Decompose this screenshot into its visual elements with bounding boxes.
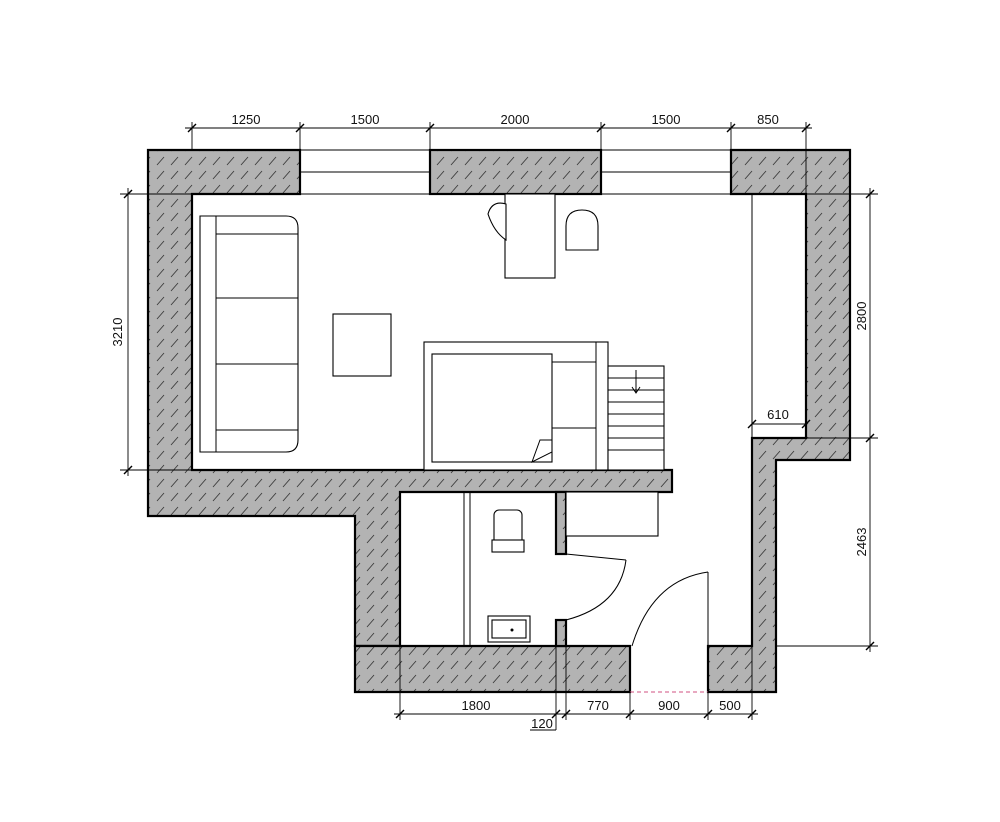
sofa bbox=[199, 215, 299, 453]
sink bbox=[487, 615, 531, 643]
dim-right-upper: 2800 bbox=[854, 302, 869, 331]
dim-bottom-4: 900 bbox=[658, 698, 680, 713]
coffee-table bbox=[332, 313, 392, 377]
dim-top-2: 1500 bbox=[351, 112, 380, 127]
bathroom-partition-lower bbox=[554, 618, 568, 648]
window-left bbox=[300, 149, 430, 195]
wall-south bbox=[353, 644, 632, 694]
dim-bottom-2: 120 bbox=[531, 716, 553, 731]
dim-top-4: 1500 bbox=[652, 112, 681, 127]
dim-top-1: 1250 bbox=[232, 112, 261, 127]
dim-recess: 610 bbox=[767, 407, 789, 422]
wardrobe bbox=[565, 491, 659, 537]
dim-bottom-1: 1800 bbox=[462, 698, 491, 713]
desk bbox=[504, 193, 556, 279]
bathroom-partition-upper bbox=[554, 490, 568, 556]
chair-left bbox=[487, 202, 507, 242]
dim-top-5: 850 bbox=[757, 112, 779, 127]
dimension-top: 1250 1500 2000 1500 850 bbox=[185, 112, 812, 194]
bathroom-door bbox=[565, 553, 627, 621]
window-right bbox=[601, 149, 731, 195]
dimension-right: 2800 2463 bbox=[776, 188, 878, 652]
bathroom bbox=[463, 492, 531, 646]
dim-bottom-3: 770 bbox=[587, 698, 609, 713]
recess bbox=[747, 194, 811, 438]
dimension-bottom: 1800 120 770 900 500 bbox=[394, 646, 758, 731]
toilet bbox=[491, 509, 525, 553]
dimension-left: 3210 bbox=[110, 188, 192, 476]
entrance-door bbox=[630, 571, 709, 693]
dim-right-lower: 2463 bbox=[854, 528, 869, 557]
chair-right bbox=[565, 209, 599, 251]
windows bbox=[300, 149, 731, 195]
wall-pier-middle bbox=[428, 148, 603, 196]
stairs bbox=[607, 365, 665, 471]
bed bbox=[423, 341, 609, 471]
dim-bottom-5: 500 bbox=[719, 698, 741, 713]
dim-left: 3210 bbox=[110, 318, 125, 347]
dim-top-3: 2000 bbox=[501, 112, 530, 127]
